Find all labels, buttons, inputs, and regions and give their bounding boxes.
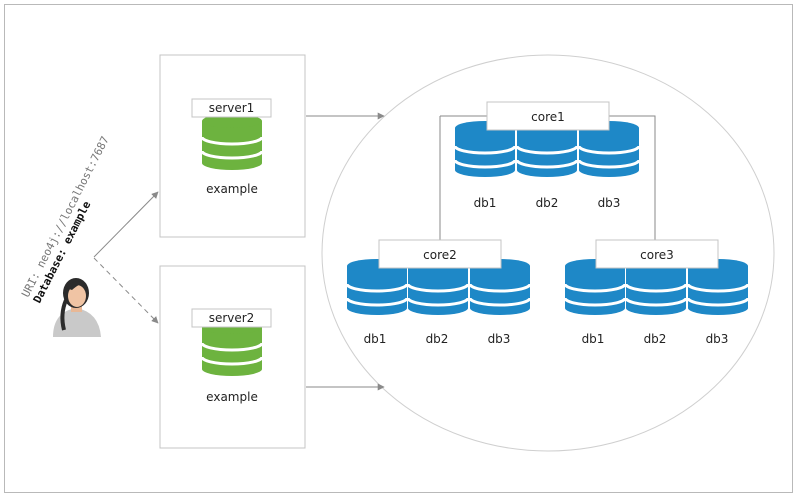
database-icon [468,259,532,315]
server1-node: server1 example [191,98,272,196]
database-icon [624,259,688,315]
database-icon [686,259,750,315]
core3-db3-label: db3 [706,332,729,346]
core2-db2-label: db2 [426,332,449,346]
database-icon [406,259,470,315]
core3-db2-label: db2 [644,332,667,346]
user-to-server1-arrow [93,191,159,258]
core2-label-box [378,239,502,269]
database-icon [515,121,579,177]
diagram-frame [4,4,793,493]
database-icon [577,121,641,177]
core1-label: core1 [531,110,565,124]
core1-label-box [486,101,610,131]
user-to-server2-arrow [93,257,159,324]
database-icon [453,121,517,177]
core3-node: core3 db1 db2 db3 [563,239,750,346]
database-icon [200,320,264,376]
server2-label: server2 [209,311,255,325]
core2-db3-label: db3 [488,332,511,346]
user-avatar-icon [53,278,101,337]
server1-db-label: example [206,182,258,196]
core1-db3-label: db3 [598,196,621,210]
database-icon [563,259,627,315]
core3-label: core3 [640,248,674,262]
core3-db1-label: db1 [582,332,605,346]
uri-value: neo4j://localhost:7687 [34,134,112,270]
core3-label-box [595,239,719,269]
server2-label-box [191,308,272,328]
core2-label: core2 [423,248,457,262]
core1-node: core1 db1 db2 db3 [453,101,641,210]
server1-label-box [191,98,272,118]
database-icon [345,259,409,315]
server2-db-label: example [206,390,258,404]
uri-text: URI: neo4j://localhost:7687 [19,134,112,299]
server1-label: server1 [209,101,255,115]
core1-core3-link [609,115,656,242]
core2-node: core2 db1 db2 db3 [345,239,532,346]
core1-db2-label: db2 [536,196,559,210]
core1-db1-label: db1 [474,196,497,210]
core2-db1-label: db1 [364,332,387,346]
database-icon [200,114,264,170]
cluster-boundary [321,54,775,452]
server2-node: server2 example [191,308,272,404]
